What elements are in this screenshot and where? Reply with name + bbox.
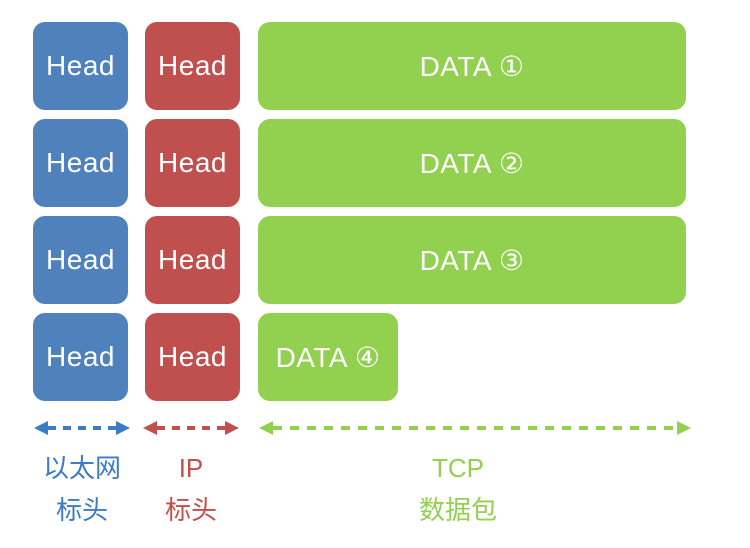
tcp-data-label: DATA ④ xyxy=(275,341,381,373)
ethernet-legend-line2: 标头 xyxy=(55,495,108,525)
ip-head-block: Head xyxy=(145,119,240,207)
arrow-left-head-icon xyxy=(259,421,273,435)
ip-extent-arrow xyxy=(143,421,239,435)
tcp-legend-line1: TCP xyxy=(432,453,484,483)
ethernet-legend-line1: 以太网 xyxy=(42,453,121,483)
ip-head-block: Head xyxy=(145,313,240,401)
tcp-legend-line2: 数据包 xyxy=(418,495,497,525)
tcp-data-block: DATA ② xyxy=(258,119,686,207)
ethernet-head-label: Head xyxy=(46,244,115,275)
ethernet-head-label: Head xyxy=(46,341,115,372)
arrow-left-head-icon xyxy=(34,421,48,435)
tcp-extent-arrow xyxy=(259,421,691,435)
ip-head-label: Head xyxy=(158,50,227,81)
arrow-left-head-icon xyxy=(143,421,157,435)
ethernet-head-block: Head xyxy=(33,119,128,207)
ethernet-head-block: Head xyxy=(33,216,128,304)
tcp-data-label: DATA ① xyxy=(419,50,525,82)
ip-legend-line1: IP xyxy=(178,453,204,483)
arrow-right-head-icon xyxy=(116,421,130,435)
arrow-right-head-icon xyxy=(225,421,239,435)
tcp-data-label: DATA ③ xyxy=(419,244,525,276)
ip-head-block: Head xyxy=(145,216,240,304)
ethernet-head-label: Head xyxy=(46,147,115,178)
ethernet-head-block: Head xyxy=(33,313,128,401)
ethernet-extent-arrow xyxy=(34,421,130,435)
tcp-data-block: DATA ① xyxy=(258,22,686,110)
ip-head-block: Head xyxy=(145,22,240,110)
ip-head-label: Head xyxy=(158,244,227,275)
ip-head-label: Head xyxy=(158,341,227,372)
tcp-data-label: DATA ② xyxy=(419,147,525,179)
ethernet-head-label: Head xyxy=(46,50,115,81)
tcp-data-block: DATA ④ xyxy=(258,313,398,401)
arrow-right-head-icon xyxy=(677,421,691,435)
tcp-data-block: DATA ③ xyxy=(258,216,686,304)
ip-legend-line2: 标头 xyxy=(164,495,217,525)
ethernet-head-block: Head xyxy=(33,22,128,110)
ip-head-label: Head xyxy=(158,147,227,178)
